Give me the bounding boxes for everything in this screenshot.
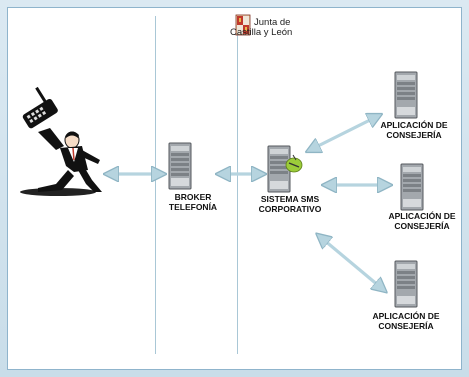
app-top-label: APLICACIÓN DE CONSEJERÍA [378,120,450,140]
connection-arrows [8,8,463,371]
arrow-sms-app-top [308,115,380,151]
broker-label-line2: TELEFONÍA [168,201,218,212]
app-mid-label-line2: CONSEJERÍA [394,220,450,231]
caller-figure-icon [20,86,102,196]
app-bottom-label-line1: APLICACIÓN DE [372,311,440,321]
app-top-server-icon [394,71,418,119]
sms-label: SISTEMA SMS CORPORATIVO [258,194,322,214]
broker-server-icon [168,142,192,190]
junta-logo-icon [235,14,251,36]
zone-divider-right [237,16,238,354]
logo-title-line1: Junta de [254,17,291,28]
app-top-label-line2: CONSEJERÍA [386,129,442,140]
sms-label-line2: CORPORATIVO [258,203,322,214]
app-top-label-line1: APLICACIÓN DE [380,120,448,130]
broker-label-line1: BROKER [174,192,212,202]
app-mid-server-icon [400,163,424,211]
app-bottom-label: APLICACIÓN DE CONSEJERÍA [370,311,442,331]
broker-label: BROKER TELEFONÍA [168,192,218,212]
sms-label-line1: SISTEMA SMS [260,194,320,204]
diagram-canvas: Junta de Castilla y León [7,7,462,370]
logo-title-line2: Castilla y León [230,27,293,38]
zone-divider-left [155,16,156,354]
app-mid-label: APLICACIÓN DE CONSEJERÍA [386,211,458,231]
app-bottom-label-line2: CONSEJERÍA [378,320,434,331]
sms-server-icon [267,145,303,193]
arrow-sms-app-bottom [318,235,385,291]
app-bottom-server-icon [394,260,418,308]
app-mid-label-line1: APLICACIÓN DE [388,211,456,221]
